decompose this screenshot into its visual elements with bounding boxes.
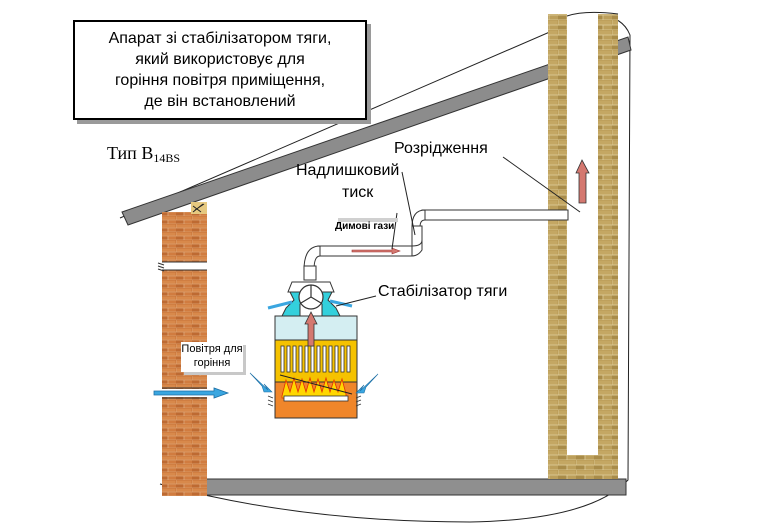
title-line: Апарат зі стабілізатором тяги, [108, 30, 332, 47]
underpressure-label: Розрідження [394, 140, 488, 157]
combustion-air-label: Повітря для горіння [181, 342, 243, 372]
left-wall-bottom [162, 270, 207, 496]
combustion-air-label-line1: Повітря для [181, 343, 243, 355]
chimney-left-wall [548, 14, 567, 479]
wall-vent-gap [162, 262, 207, 270]
type-subscript: 14BS [153, 151, 181, 165]
title-box: Апарат зі стабілізатором тяги, який вико… [73, 20, 367, 120]
overpressure-label-line1: Надлишковий [296, 162, 400, 179]
wall-grille-icon [157, 262, 165, 272]
flue-gas-arrow [351, 247, 401, 255]
title-line: який використовує для [135, 51, 305, 68]
appliance-air-arrow-left [249, 372, 273, 393]
floor [191, 478, 627, 496]
type-main: Тип B [107, 143, 154, 163]
appliance-draft-arrow [304, 311, 318, 347]
chimney-right-wall [598, 14, 618, 479]
combustion-air-arrow [153, 387, 230, 399]
left-wall-top [162, 212, 207, 262]
flue-gases-label: Димові гази [335, 221, 395, 232]
draft-stabilizer-label: Стабілізатор тяги [378, 283, 508, 300]
roof [121, 36, 632, 226]
title-line: де він встановлений [144, 93, 296, 110]
chimney-draft-arrow [575, 159, 590, 204]
leader-stabilizer [335, 295, 377, 307]
burner [283, 395, 349, 402]
appliance-type-label: Тип B14BS [107, 143, 180, 166]
house-outline [119, 15, 631, 523]
heat-exchanger-tubes [280, 345, 351, 373]
overpressure-label-line2: тиск [342, 184, 374, 201]
title-line: горіння повітря приміщення, [114, 72, 326, 89]
chimney-flue [567, 14, 598, 455]
combustion-air-label-line2: горіння [193, 357, 231, 369]
appliance-air-arrow-right [355, 373, 379, 394]
stabilizer-air-arrow-left [267, 300, 293, 310]
leader-overpressure [401, 171, 416, 236]
appliance-top [274, 315, 358, 341]
stabilizer-air-arrow-right [329, 299, 353, 308]
chimney-base [567, 455, 598, 479]
leader-underpressure [502, 156, 581, 213]
